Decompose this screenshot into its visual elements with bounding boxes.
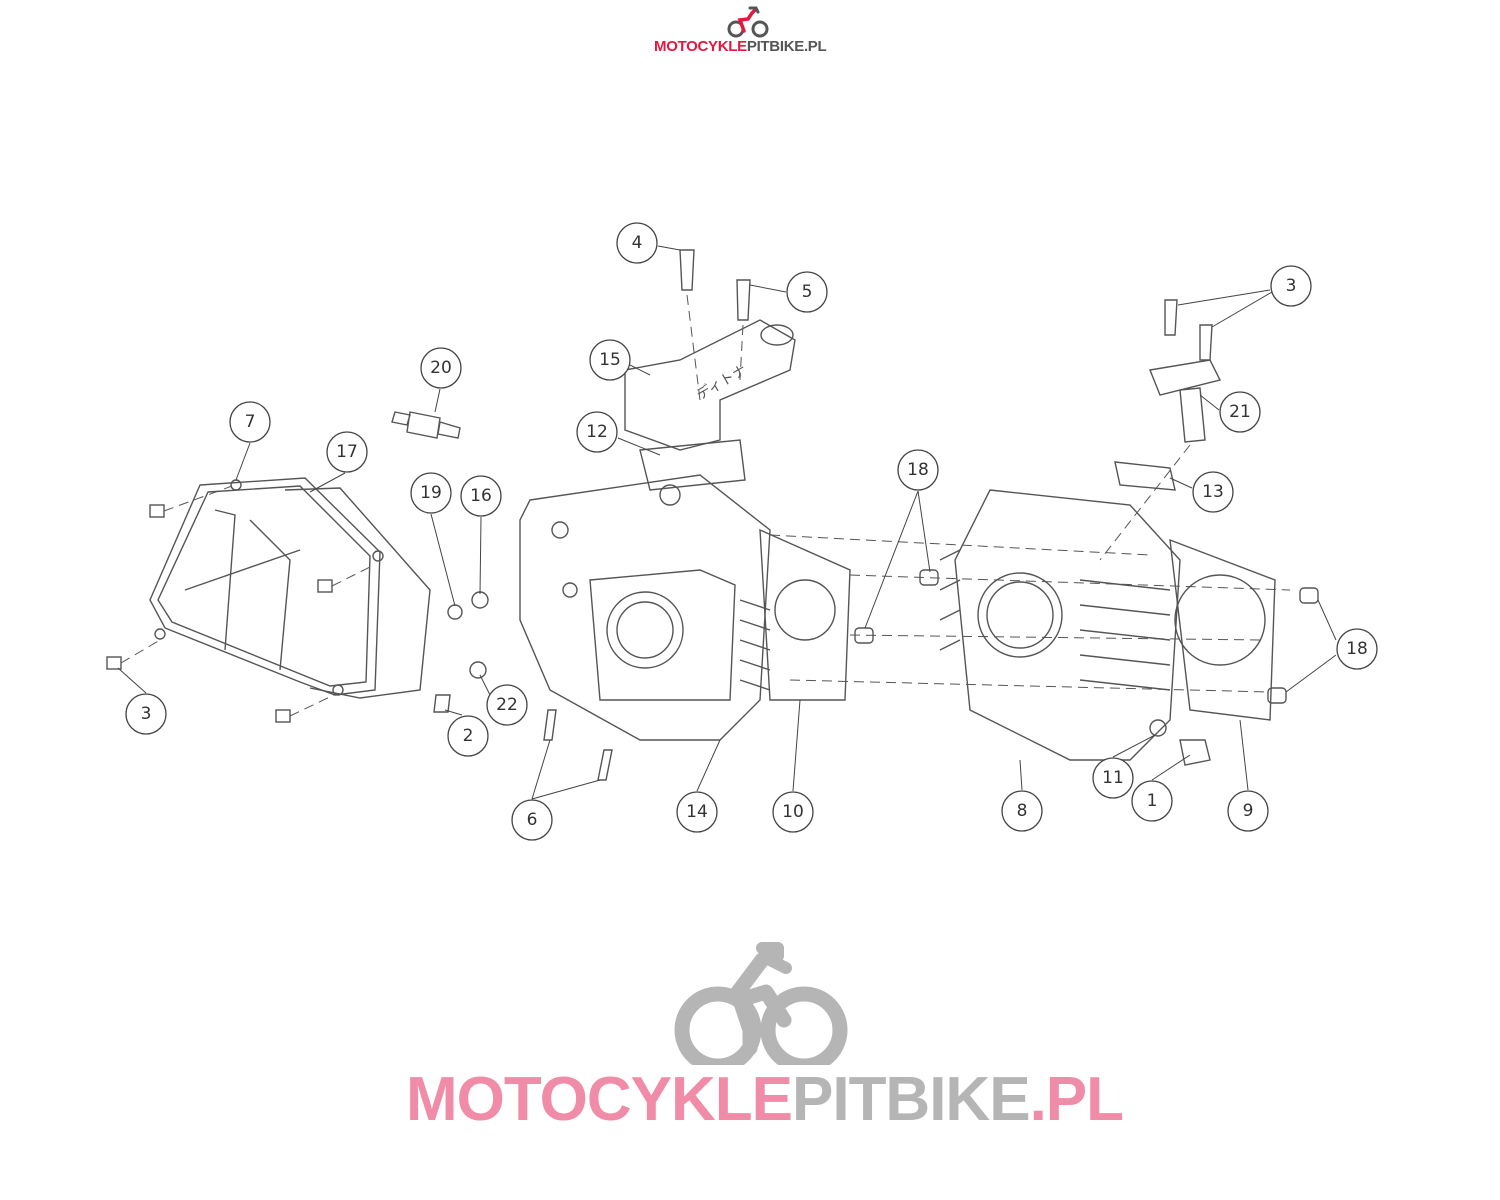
svg-text:13: 13 (1202, 482, 1224, 502)
callout-12: 12 (576, 411, 618, 453)
callout-10: 10 (772, 791, 814, 833)
spark-plug (391, 411, 461, 439)
svg-text:16: 16 (470, 486, 492, 506)
callout-8: 8 (1001, 790, 1043, 832)
valve-cover (149, 477, 384, 696)
svg-text:1: 1 (1147, 791, 1158, 811)
intake-gasket (639, 439, 746, 491)
callout-1: 1 (1131, 780, 1173, 822)
svg-text:8: 8 (1017, 801, 1028, 821)
base-gasket (1169, 538, 1276, 721)
svg-text:9: 9 (1243, 801, 1254, 821)
svg-text:2: 2 (463, 726, 474, 746)
svg-text:4: 4 (632, 233, 643, 253)
svg-text:6: 6 (527, 810, 538, 830)
logo-text-pl: .PL (803, 38, 827, 55)
exploded-parts-diagram: ディトナ 4 5 3 20 15 21 7 17 12 18 13 19 16 … (106, 222, 1378, 841)
svg-text:11: 11 (1102, 768, 1124, 788)
cylinder (939, 489, 1181, 761)
callout-20: 20 (420, 347, 462, 389)
svg-text:17: 17 (336, 442, 358, 462)
callout-7: 7 (229, 401, 271, 443)
svg-text:10: 10 (782, 802, 804, 822)
callout-14: 14 (676, 791, 718, 833)
watermark-logo: MOTOCYKLEPITBIKE.PL (400, 930, 1150, 1134)
callout-2: 2 (447, 715, 489, 757)
svg-text:5: 5 (802, 282, 813, 302)
callout-19: 19 (410, 472, 452, 514)
callout-13: 13 (1192, 471, 1234, 513)
callout-6: 6 (511, 799, 553, 841)
svg-text:12: 12 (586, 422, 608, 442)
svg-text:22: 22 (496, 695, 518, 715)
svg-text:18: 18 (907, 460, 929, 480)
callout-21: 21 (1219, 391, 1261, 433)
svg-text:15: 15 (599, 350, 621, 370)
callout-3: 3 (1270, 265, 1312, 307)
callout-11: 11 (1092, 757, 1134, 799)
watermark-text-pl: .PL (1029, 1065, 1124, 1134)
callout-22: 22 (486, 684, 528, 726)
callout-15: 15 (589, 339, 631, 381)
svg-text:20: 20 (430, 358, 452, 378)
logo-text-pitbike: PITBIKE (746, 38, 804, 55)
svg-text:14: 14 (686, 802, 708, 822)
motorbike-rider-watermark-icon (674, 942, 848, 1074)
svg-text:21: 21 (1229, 402, 1251, 422)
head-gasket (759, 528, 851, 701)
valve-cover-gasket (284, 487, 431, 699)
svg-text:19: 19 (420, 483, 442, 503)
svg-text:7: 7 (245, 412, 256, 432)
watermark-text-pitbike: PITBIKE (791, 1065, 1031, 1134)
callout-5: 5 (786, 271, 828, 313)
callout-16: 16 (460, 475, 502, 517)
svg-text:18: 18 (1346, 639, 1368, 659)
svg-text:3: 3 (141, 704, 152, 724)
callout-17: 17 (326, 431, 368, 473)
svg-text:3: 3 (1286, 276, 1297, 296)
motorbike-rider-logo-icon (727, 6, 769, 38)
top-logo[interactable]: MOTOCYKLEPITBIKE.PL (640, 4, 860, 56)
callout-3: 3 (125, 693, 167, 735)
intake-manifold: ディトナ (624, 319, 796, 451)
intake-label: ディトナ (694, 361, 750, 402)
cylinder-head (519, 474, 771, 741)
watermark-text-motocykle: MOTOCYKLE (406, 1065, 793, 1134)
bolts (106, 485, 373, 723)
callout-18: 18 (897, 449, 939, 491)
logo-text-motocykle: MOTOCYKLE (654, 38, 747, 55)
callout-4: 4 (616, 222, 658, 264)
callout-9: 9 (1227, 790, 1269, 832)
callout-18: 18 (1336, 628, 1378, 670)
